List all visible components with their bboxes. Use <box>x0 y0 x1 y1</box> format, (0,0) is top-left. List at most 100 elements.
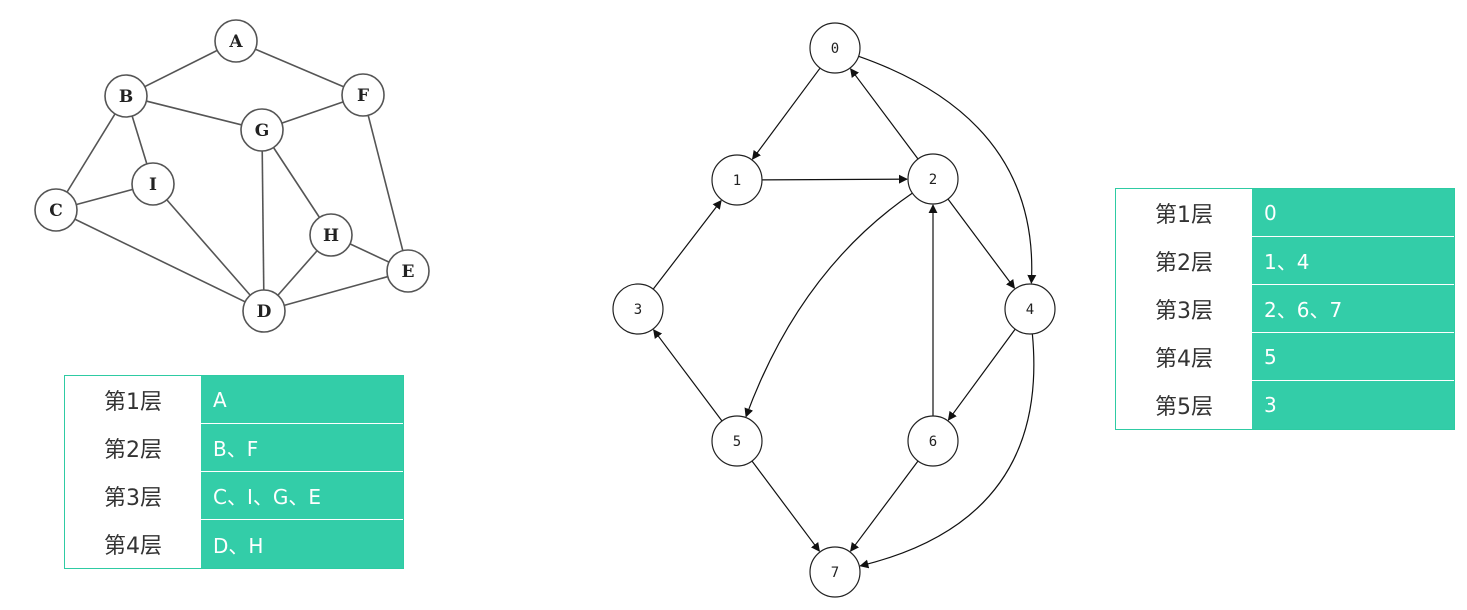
edge-F-E <box>362 94 409 272</box>
node-1: 1 <box>711 154 763 206</box>
undirected-nodes: A B F G C I H E D <box>34 19 430 333</box>
level-row-1: 第1层 0 <box>1116 189 1454 237</box>
node-label: 5 <box>733 434 741 450</box>
node-circle <box>214 19 258 63</box>
node-A: A <box>214 19 258 63</box>
level-row-3: 第3层 2、6、7 <box>1116 285 1454 333</box>
edge-A-F <box>235 40 364 96</box>
edge-4-7 <box>859 333 1035 569</box>
directed-nodes: 0 1 2 3 4 5 6 7 <box>612 22 1056 598</box>
level-value: B、F <box>201 424 403 471</box>
node-circle <box>711 415 763 467</box>
node-circle <box>907 153 959 205</box>
node-label: F <box>357 86 369 106</box>
node-label: H <box>323 226 339 246</box>
level-value: A <box>201 376 403 423</box>
node-C: C <box>34 188 78 232</box>
node-5: 5 <box>711 415 763 467</box>
node-I: I <box>131 162 175 206</box>
level-label: 第5层 <box>1116 381 1252 429</box>
edge-I-D <box>152 183 265 312</box>
node-label: 0 <box>831 41 839 57</box>
level-label: 第2层 <box>1116 237 1252 284</box>
node-label: G <box>255 121 270 141</box>
node-H: H <box>309 213 353 257</box>
directed-level-table: 第1层 0 第2层 1、4 第3层 2、6、7 第4层 5 第5层 3 <box>1115 188 1455 430</box>
node-label: D <box>257 302 272 322</box>
node-circle <box>809 546 861 598</box>
directed-graph: 0 1 2 3 4 5 6 7 <box>612 22 1056 598</box>
level-value: C、I、G、E <box>201 472 403 519</box>
node-4: 4 <box>1004 283 1056 335</box>
node-circle <box>809 22 861 74</box>
node-label: E <box>402 262 415 282</box>
level-label: 第4层 <box>1116 333 1252 380</box>
node-circle <box>386 249 430 293</box>
node-label: 7 <box>831 565 839 581</box>
level-row-2: 第2层 B、F <box>65 424 403 472</box>
level-row-4: 第4层 5 <box>1116 333 1454 381</box>
node-label: 1 <box>733 173 741 189</box>
level-value: 2、6、7 <box>1252 285 1454 332</box>
node-circle <box>34 188 78 232</box>
node-circle <box>907 415 959 467</box>
edge-5-7 <box>751 460 820 552</box>
edge-5-3 <box>653 329 723 422</box>
node-circle <box>242 289 286 333</box>
node-E: E <box>386 249 430 293</box>
node-circle <box>711 154 763 206</box>
node-circle <box>240 108 284 152</box>
node-B: B <box>104 74 148 118</box>
node-7: 7 <box>809 546 861 598</box>
level-label: 第1层 <box>65 376 201 423</box>
edge-B-G <box>125 95 263 131</box>
node-circle <box>309 213 353 257</box>
level-value: 0 <box>1252 189 1454 236</box>
node-F: F <box>341 73 385 117</box>
level-row-4: 第4层 D、H <box>65 520 403 568</box>
level-label: 第3层 <box>1116 285 1252 332</box>
edge-4-6 <box>947 328 1016 421</box>
node-label: C <box>49 201 63 221</box>
edge-0-1 <box>751 67 821 160</box>
node-circle <box>104 74 148 118</box>
undirected-graph: A B F G C I H E D <box>34 19 430 333</box>
edge-G-D <box>261 129 265 312</box>
edge-C-D <box>55 209 265 312</box>
level-value: 5 <box>1252 333 1454 380</box>
undirected-level-table: 第1层 A 第2层 B、F 第3层 C、I、G、E 第4层 D、H <box>64 375 404 569</box>
node-label: B <box>119 87 133 107</box>
node-6: 6 <box>907 415 959 467</box>
edge-2-0 <box>850 68 919 160</box>
edge-3-1 <box>652 199 722 290</box>
edge-B-C <box>55 95 127 211</box>
node-0: 0 <box>809 22 861 74</box>
level-value: 1、4 <box>1252 237 1454 284</box>
directed-edges <box>652 55 1037 569</box>
node-circle <box>612 283 664 335</box>
edge-0-4 <box>858 55 1037 284</box>
node-D: D <box>242 289 286 333</box>
node-circle <box>1004 283 1056 335</box>
edge-2-5 <box>744 192 913 418</box>
node-G: G <box>240 108 284 152</box>
node-label: I <box>149 175 157 195</box>
level-row-1: 第1层 A <box>65 376 403 424</box>
edge-2-4 <box>947 198 1015 289</box>
level-label: 第4层 <box>65 520 201 568</box>
level-label: 第2层 <box>65 424 201 471</box>
node-2: 2 <box>907 153 959 205</box>
level-row-2: 第2层 1、4 <box>1116 237 1454 285</box>
level-value: D、H <box>201 520 403 568</box>
node-circle <box>341 73 385 117</box>
edge-6-7 <box>850 460 919 552</box>
level-row-5: 第5层 3 <box>1116 381 1454 429</box>
node-3: 3 <box>612 283 664 335</box>
node-circle <box>131 162 175 206</box>
node-label: 2 <box>929 172 937 188</box>
node-label: A <box>228 32 243 52</box>
level-value: 3 <box>1252 381 1454 429</box>
node-label: 3 <box>634 302 642 318</box>
level-row-3: 第3层 C、I、G、E <box>65 472 403 520</box>
